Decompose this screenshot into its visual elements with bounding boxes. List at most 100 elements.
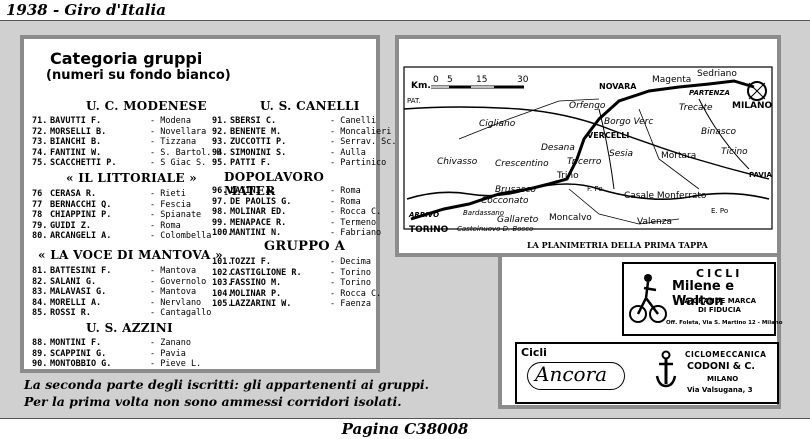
rider-number: 98. — [212, 207, 228, 217]
rider-row: 80.ARCANGELI A. - Colombella — [32, 231, 211, 242]
rider-row: 76 CERASA R. - Rieti — [32, 189, 211, 200]
rider-row: 85.ROSSI R.- Cantagallo — [32, 308, 211, 319]
rider-town: - Spianate — [150, 210, 202, 220]
rider-number: 80. — [32, 231, 48, 241]
rider-town: - Serrav. Sc. — [330, 137, 397, 147]
rider-number: 92. — [212, 126, 228, 137]
rider-name: GUIDI Z. — [50, 220, 91, 231]
rider-name: BERNACCHI Q. — [50, 199, 112, 210]
map-label: PARTENZA — [689, 89, 730, 97]
ad-address: Off. Foleta, Via S. Martino 12 - Milano — [666, 320, 783, 326]
rider-number: 102. — [212, 267, 233, 278]
rider-name: SIMONINI S. — [230, 147, 287, 158]
map-label: Castelnuovo D. Bosco — [457, 225, 534, 233]
rider-number: 89. — [32, 348, 48, 359]
rider-name: FANTINI W. — [50, 147, 102, 158]
rider-name: CERASA R. — [50, 189, 97, 199]
rider-row: 97.DE PAOLIS G.- Roma — [212, 197, 381, 208]
map-label: Moncalvo — [549, 213, 592, 223]
map-label: PAT. — [407, 97, 421, 105]
rider-name: BATTESINI F. — [50, 266, 112, 276]
rider-town: - Roma — [150, 220, 181, 231]
rider-name: BENENTE M. — [230, 126, 282, 137]
rider-town: - Colombella — [150, 231, 212, 241]
rider-number: 76 — [32, 189, 43, 199]
rider-number: 90. — [32, 359, 48, 369]
rider-number: 83. — [32, 287, 48, 297]
rider-town: - Pavia — [150, 348, 186, 359]
rider-row: 103.FASSINO M.- Torino — [212, 278, 381, 289]
rider-row: 94.SIMONINI S.- Aulla — [212, 148, 397, 159]
rider-name: MONTINI F. — [50, 338, 102, 348]
ad-shop: CICLOMECCANICA — [685, 350, 767, 359]
image-caption: La seconda parte degli iscritti: gli app… — [24, 376, 429, 410]
rider-town: - Nervlano — [150, 297, 202, 308]
scale-unit: Km. — [411, 81, 431, 91]
rider-number: 79. — [32, 220, 48, 231]
rider-number: 101. — [212, 257, 233, 267]
rider-number: 97. — [212, 196, 228, 207]
rider-row: 104.MOLINAR P.- Rocca C. — [212, 289, 381, 300]
group-heading: GRUPPO A — [264, 239, 346, 254]
rider-name: BAVUTTI F. — [50, 116, 102, 126]
rider-name: ARCANGELI A. — [50, 231, 112, 241]
rider-town: - Torino — [330, 267, 371, 278]
route-map — [403, 66, 773, 230]
rider-row: 99.MENAPACE R.- Termeno — [212, 218, 381, 229]
rider-town: - Pieve L. — [150, 359, 202, 369]
panel-border — [395, 253, 502, 257]
map-label: F. Po — [587, 185, 603, 193]
map-label: Casale Monferrato — [624, 191, 707, 201]
group-heading: U. S. CANELLI — [260, 99, 360, 113]
map-caption: LA PLANIMETRIA DELLA PRIMA TAPPA — [527, 240, 708, 250]
rider-town: - Fescia — [150, 199, 191, 210]
map-label: Bardassano — [463, 209, 505, 217]
rider-name: MANTINI N. — [230, 228, 282, 238]
rider-number: 82. — [32, 276, 48, 287]
ad-city: MILANO — [707, 375, 739, 383]
group-heading: « LA VOCE DI MANTOVA » — [38, 248, 223, 262]
rider-number: 81. — [32, 266, 48, 276]
ad-tagline: LA GRANDE MARCA — [680, 297, 757, 305]
ad-owner: CODONI & C. — [687, 361, 755, 372]
rider-row: 88.MONTINI F.- Zanano — [32, 338, 201, 349]
map-label: Binasco — [701, 127, 737, 137]
rider-row: 71.BAVUTTI F.- Modena — [32, 116, 222, 127]
map-label: Borgo Verc — [604, 117, 654, 127]
map-label: MILANO — [732, 101, 773, 111]
rider-town: - Termeno — [330, 217, 377, 228]
rider-name: MENAPACE R. — [230, 217, 287, 228]
rider-number: 96. — [212, 186, 228, 196]
map-label: Tricerro — [567, 157, 602, 167]
cyclist-illustration — [629, 274, 667, 323]
rider-name: MORELLI A. — [50, 297, 102, 308]
map-label: E. Po — [711, 207, 729, 215]
rider-name: PATTI F. — [230, 158, 271, 168]
rider-name: LATINI A. — [230, 186, 277, 196]
rider-name: MOLINAR P. — [230, 288, 282, 299]
rider-town: - Decima — [330, 257, 371, 267]
scale-tick: 15 — [476, 75, 488, 85]
ad-tagline: DI FIDUCIA — [698, 306, 741, 314]
scale-tick: 0 — [433, 75, 439, 85]
anchor-icon — [655, 350, 677, 388]
rider-town: - Rieti — [150, 189, 186, 199]
rider-town: - Fabriano — [330, 228, 382, 238]
map-label: Sedriano — [697, 69, 737, 79]
rider-name: SBERSI C. — [230, 116, 277, 126]
rider-town: - Roma — [330, 186, 361, 196]
rider-row: 73.BIANCHI B.- Tizzana — [32, 137, 222, 148]
group-heading: DOPOLAVORO MATER — [224, 170, 325, 198]
rider-row: 72.MORSELLI B.- Novellara — [32, 127, 222, 138]
rider-town: - Faenza — [330, 299, 371, 309]
scale-tick: 30 — [517, 75, 529, 85]
rider-row: 93.ZUCCOTTI P.- Serrav. Sc. — [212, 137, 397, 148]
rider-town: - Torino — [330, 278, 371, 288]
rider-name: ZUCCOTTI P. — [230, 137, 287, 147]
rider-name: FASSINO M. — [230, 278, 282, 288]
